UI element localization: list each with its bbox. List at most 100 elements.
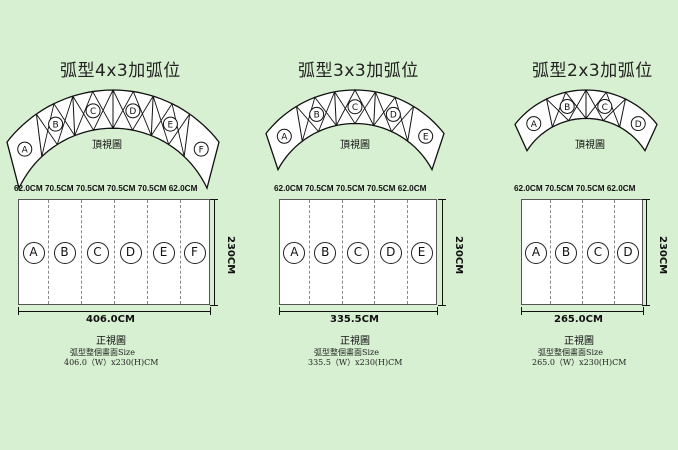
panel-letter-circle: C bbox=[587, 242, 609, 264]
panel-divider bbox=[374, 200, 376, 304]
arc-frame-strut bbox=[374, 91, 414, 133]
arc-panel-divider bbox=[334, 91, 337, 126]
arc-outline bbox=[265, 89, 445, 172]
arc-panel-letter: D bbox=[390, 111, 397, 121]
panel-divider bbox=[308, 200, 310, 304]
size-value: 406.0（W）x230(H)CM bbox=[64, 358, 159, 367]
panel-divider bbox=[407, 200, 409, 304]
top-view-label: 頂視圖 bbox=[340, 140, 370, 151]
height-label: 230CM bbox=[453, 236, 464, 275]
arc-panel-divider bbox=[546, 98, 553, 128]
width-dimension-tick bbox=[210, 307, 211, 315]
panel-widths: 62.0CM 70.5CM 70.5CM 70.5CM 70.5CM 62.0C… bbox=[14, 184, 198, 193]
arc-frame-strut bbox=[373, 96, 409, 142]
width-dimension-tick bbox=[18, 307, 19, 315]
arc-frame-strut bbox=[334, 91, 376, 125]
diagram-title: 弧型3x3加弧位 bbox=[298, 61, 419, 81]
total-width-label: 265.0CM bbox=[554, 314, 603, 325]
arc-panel-marker bbox=[630, 116, 646, 132]
height-label: 230CM bbox=[225, 236, 236, 275]
size-value: 265.0（W）x230(H)CM bbox=[532, 358, 627, 367]
size-label: 弧型整個畫面Size bbox=[70, 348, 135, 357]
arc-panel-marker bbox=[48, 116, 64, 132]
panel-divider bbox=[550, 200, 552, 304]
arc-frame-strut bbox=[112, 90, 152, 136]
width-dimension-tick bbox=[437, 307, 438, 315]
width-dimension-tick bbox=[279, 307, 280, 315]
panel-letter-circle: C bbox=[347, 242, 369, 264]
arc-frame-strut bbox=[585, 89, 626, 122]
height-dimension-line bbox=[442, 199, 443, 305]
diagram-title: 弧型2x3加弧位 bbox=[532, 61, 653, 81]
arc-panel-marker bbox=[418, 128, 434, 144]
arc-panel-letter: A bbox=[281, 133, 288, 143]
panel-letter-circle: F bbox=[183, 242, 206, 264]
arc-panel-marker bbox=[526, 116, 542, 132]
arc-frame-strut bbox=[551, 91, 587, 128]
arc-panel-marker bbox=[559, 98, 575, 114]
front-view-label: 正視圖 bbox=[340, 336, 370, 347]
arc-panel-letter: F bbox=[199, 145, 204, 155]
arc-frame-strut bbox=[296, 91, 336, 133]
front-view-label: 正視圖 bbox=[96, 336, 126, 347]
panel-letter-circle: A bbox=[22, 242, 45, 264]
panel-divider bbox=[341, 200, 343, 304]
panel-letter-circle: D bbox=[617, 242, 639, 264]
arc-outline bbox=[514, 89, 658, 153]
arc-panel-letter: D bbox=[635, 120, 642, 130]
panel-letter-circle: E bbox=[410, 242, 433, 264]
arc-panel-marker bbox=[162, 116, 178, 132]
panel-widths: 62.0CM 70.5CM 70.5CM 70.5CM 62.0CM bbox=[274, 184, 427, 193]
arc-frame-strut bbox=[150, 102, 185, 157]
arc-panel-letter: C bbox=[352, 103, 358, 113]
panel-letter-circle: A bbox=[525, 242, 547, 264]
panel-divider bbox=[81, 200, 82, 304]
arc-panel-divider bbox=[35, 114, 43, 157]
arc-panel-letter: E bbox=[423, 133, 429, 143]
arc-panel-marker bbox=[385, 106, 401, 122]
arc-panel-marker bbox=[193, 141, 209, 157]
arc-frame-strut bbox=[546, 89, 587, 122]
arc-frame-strut bbox=[585, 91, 621, 128]
arc-panel-divider bbox=[183, 114, 191, 157]
top-view-label: 頂視圖 bbox=[575, 140, 605, 151]
panel-divider bbox=[180, 200, 181, 304]
arc-panel-marker bbox=[309, 106, 325, 122]
diagram-title: 弧型4x3加弧位 bbox=[60, 61, 181, 81]
width-dimension-line bbox=[279, 311, 437, 312]
arc-panel-divider bbox=[150, 96, 154, 136]
width-dimension-line bbox=[18, 311, 210, 312]
total-width-label: 335.5CM bbox=[330, 314, 379, 325]
arc-panel-marker bbox=[347, 99, 363, 115]
size-value: 335.5（W）x230(H)CM bbox=[308, 358, 403, 367]
arc-frame-strut bbox=[72, 89, 114, 132]
height-dimension-tick bbox=[438, 305, 446, 306]
panel-divider bbox=[147, 200, 148, 304]
size-label: 弧型整個畫面Size bbox=[314, 348, 379, 357]
height-dimension-tick bbox=[642, 199, 650, 200]
arc-panel-marker bbox=[276, 128, 292, 144]
arc-frame-strut bbox=[74, 90, 114, 136]
arc-panel-letter: B bbox=[564, 103, 570, 113]
panel-letter-circle: D bbox=[379, 242, 402, 264]
width-dimension-line bbox=[521, 311, 643, 312]
arc-panel-letter: D bbox=[129, 107, 136, 117]
panel-letter-circle: A bbox=[283, 242, 306, 264]
arc-panel-letter: B bbox=[53, 120, 59, 130]
arc-panel-letter: A bbox=[531, 120, 538, 130]
arc-panel-letter: A bbox=[22, 145, 29, 155]
panel-divider bbox=[582, 200, 583, 304]
total-width-label: 406.0CM bbox=[86, 314, 135, 325]
panel-letter-circle: B bbox=[555, 242, 577, 264]
arc-frame-strut bbox=[36, 96, 74, 146]
height-dimension-tick bbox=[210, 305, 218, 306]
panel-divider bbox=[48, 200, 49, 304]
panel-letter-circle: D bbox=[119, 242, 142, 264]
height-dimension-tick bbox=[438, 199, 446, 200]
arc-panel-divider bbox=[295, 106, 303, 142]
